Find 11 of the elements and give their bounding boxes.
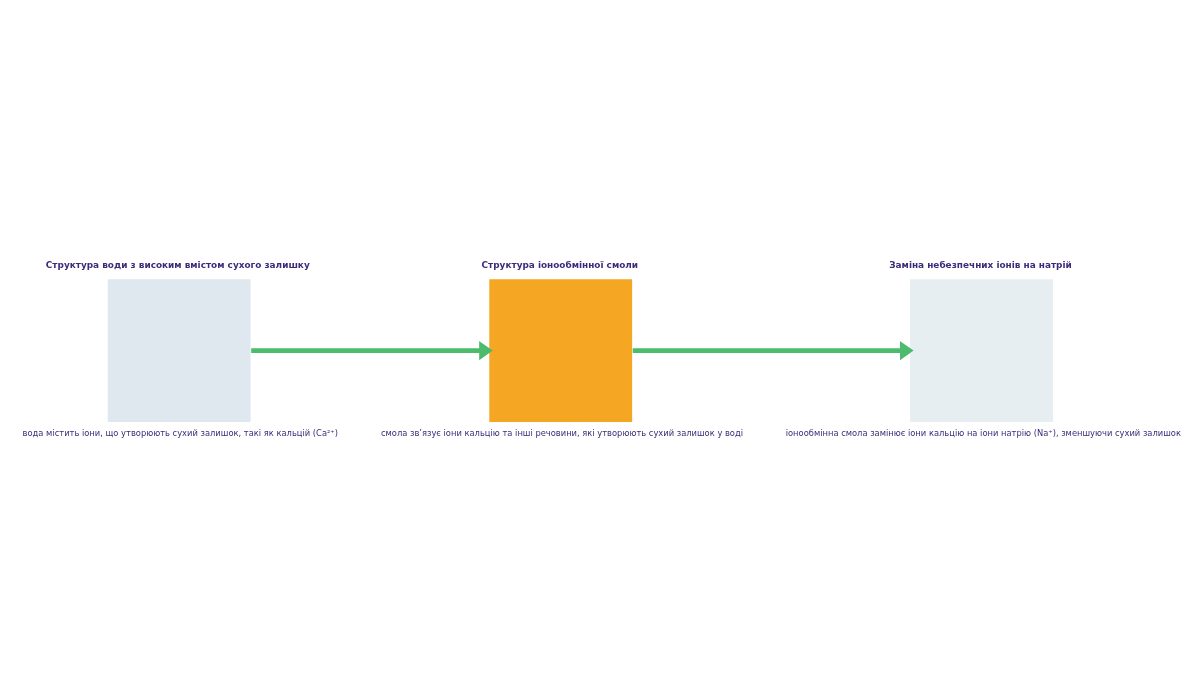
node-box [489,279,633,422]
arrow [251,341,493,361]
node-label: Структура води з високим вмістом сухого залишку [45,260,310,271]
node-label: іонообмінна смола замінює іони кальцію на іони натрію (Na⁺), зменшуючи сухий залишок [785,427,1181,438]
node-box [107,279,251,422]
node-label: Структура іонообмінної смоли [481,260,639,271]
node-label: смола зв’язує іони кальцію та інші речовини, які утворюють сухий залишок у воді [380,427,744,438]
node-label: Заміна небезпечних іонів на натрій [889,260,1072,271]
node-box [910,279,1053,422]
arrow [632,341,914,361]
node-label: вода містить іони, що утворюють сухий залишок, такі як кальцій (Ca²⁺) [22,427,339,438]
